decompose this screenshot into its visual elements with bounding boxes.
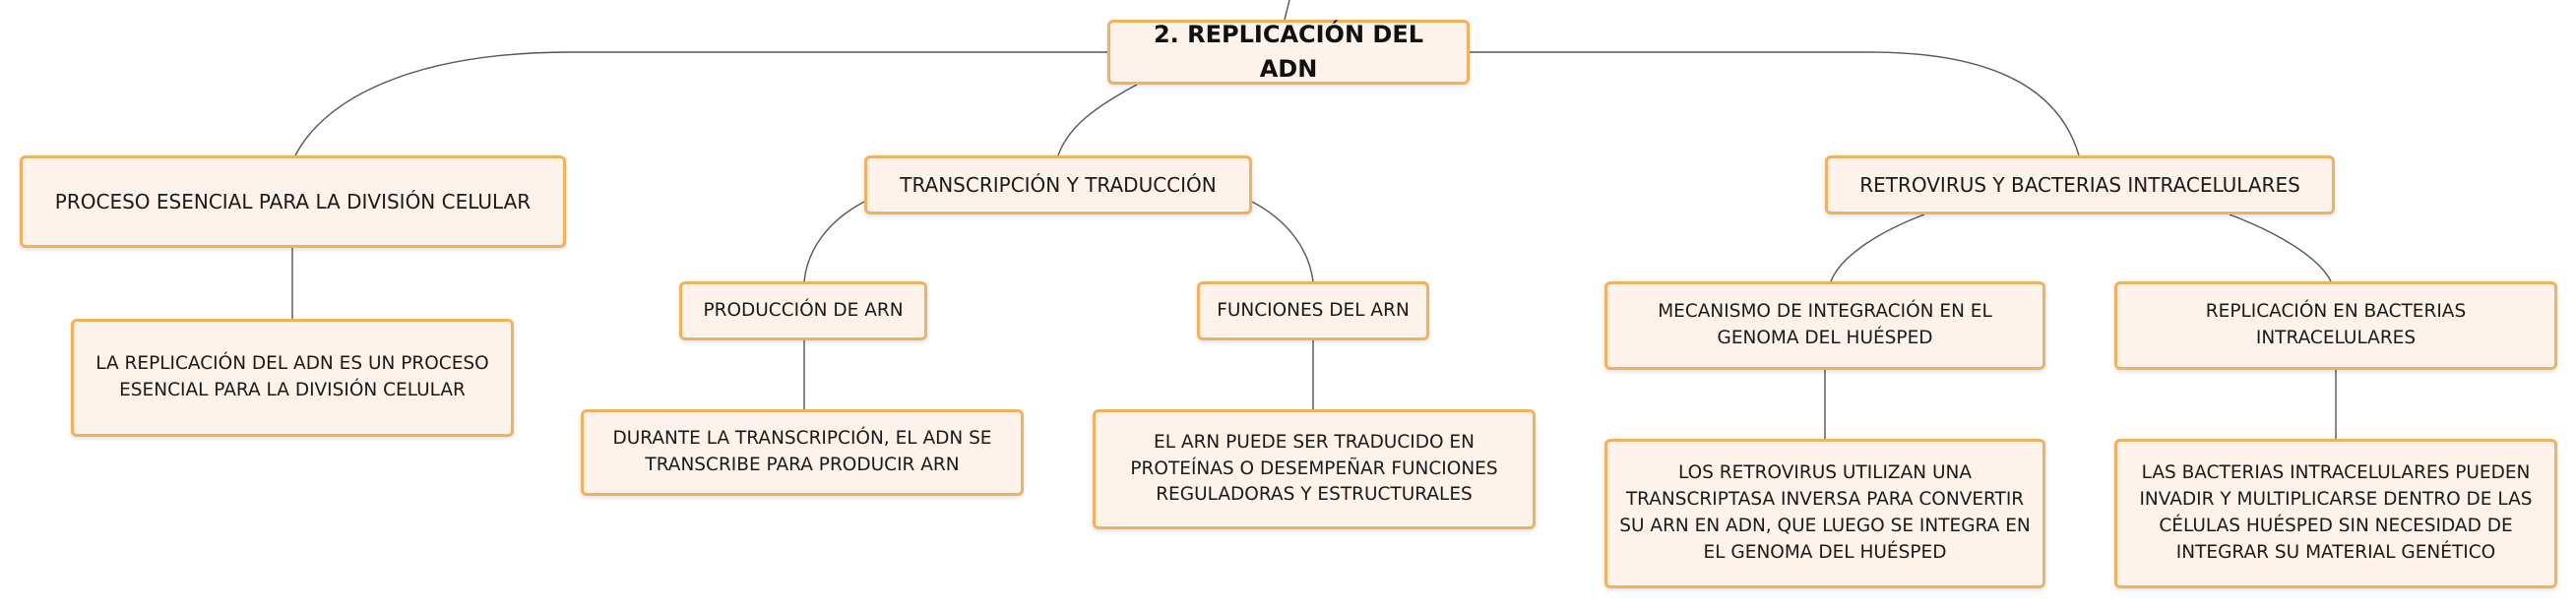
connector-branch-3-sub-2: [2229, 214, 2332, 282]
connector-branch-2-sub-2: [1251, 201, 1314, 282]
leaf-node-retrovirus-detalle[interactable]: LOS RETROVIRUS UTILIZAN UNA TRANSCRIPTAS…: [1604, 439, 2045, 588]
connector-root-branch-2: [1057, 84, 1138, 156]
branch-node-division-celular[interactable]: PROCESO ESENCIAL PARA LA DIVISIÓN CELULA…: [20, 155, 566, 248]
branch-node-retrovirus-bacterias[interactable]: RETROVIRUS Y BACTERIAS INTRACELULARES: [1825, 155, 2335, 214]
connector-root-branch-1: [294, 51, 1107, 156]
sub-node-produccion-arn[interactable]: PRODUCCIÓN DE ARN: [679, 281, 927, 340]
leaf-node-replicacion-proceso[interactable]: LA REPLICACIÓN DEL ADN ES UN PROCESO ESE…: [71, 319, 514, 437]
sub-node-replicacion-bacterias[interactable]: REPLICACIÓN EN BACTERIAS INTRACELULARES: [2114, 281, 2557, 370]
connector-parent-root: [1284, 0, 1290, 21]
connector-branch-3-sub-1: [1830, 214, 1925, 282]
sub-node-funciones-arn[interactable]: FUNCIONES DEL ARN: [1197, 281, 1429, 340]
connector-root-branch-3: [1470, 51, 2080, 156]
leaf-node-bacterias-detalle[interactable]: LAS BACTERIAS INTRACELULARES PUEDEN INVA…: [2114, 439, 2557, 588]
leaf-node-funciones-detalle[interactable]: EL ARN PUEDE SER TRADUCIDO EN PROTEÍNAS …: [1093, 409, 1536, 529]
connector-branch-2-sub-1: [803, 201, 865, 282]
root-node[interactable]: 2. REPLICACIÓN DEL ADN: [1107, 20, 1470, 85]
leaf-node-transcripcion-detalle[interactable]: DURANTE LA TRANSCRIPCIÓN, EL ADN SE TRAN…: [581, 409, 1024, 496]
sub-node-mecanismo-integracion[interactable]: MECANISMO DE INTEGRACIÓN EN EL GENOMA DE…: [1604, 281, 2045, 370]
branch-node-transcripcion-traduccion[interactable]: TRANSCRIPCIÓN Y TRADUCCIÓN: [864, 155, 1252, 214]
